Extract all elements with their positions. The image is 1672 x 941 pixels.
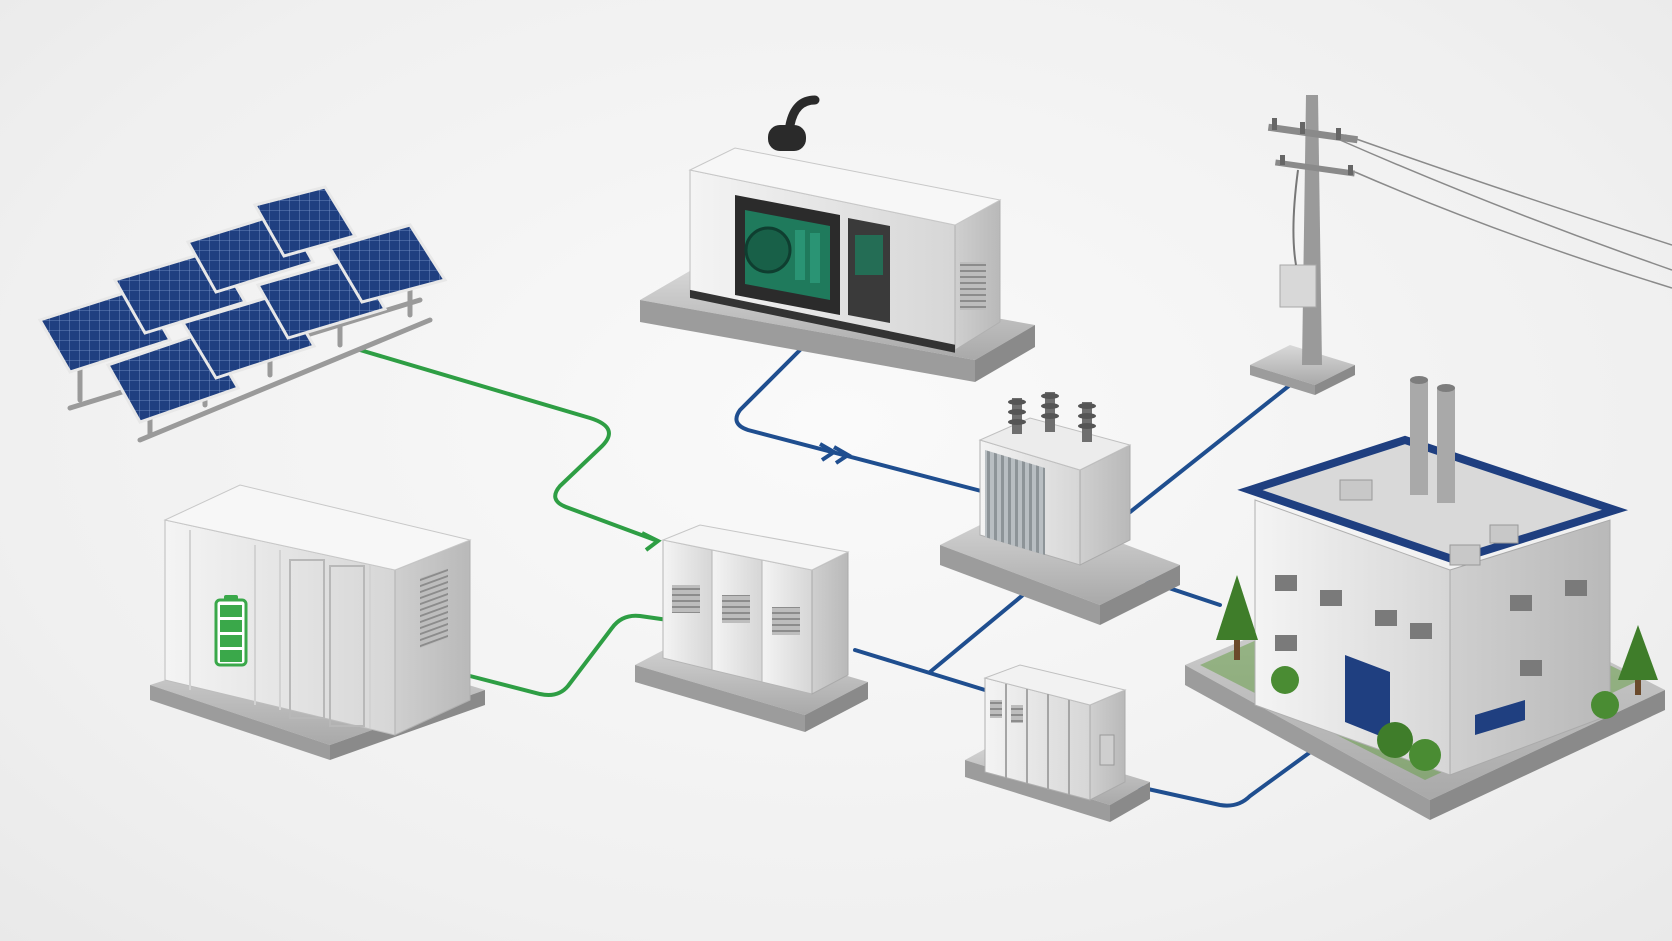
ac-line-inverter-to-switchgear — [853, 648, 987, 692]
ac-line-pole-to-transformer — [1118, 383, 1292, 522]
ac-line-generator-to-transformer — [734, 348, 987, 494]
inverter-cabinets — [635, 524, 868, 732]
diesel-generator — [640, 95, 1035, 382]
factory-icon — [1216, 376, 1658, 776]
ac-line-switchgear-to-factory — [1128, 743, 1322, 808]
solar-array — [37, 185, 448, 443]
switchgear — [965, 664, 1150, 822]
factory-building — [1185, 376, 1665, 820]
ac-line-inverter-to-transformer — [928, 583, 1037, 674]
battery-icon — [214, 595, 248, 667]
utility-pole — [1250, 95, 1672, 395]
transformer — [940, 392, 1180, 625]
dc-line-solar-to-inverter — [358, 348, 657, 542]
switchgear-icon — [983, 664, 1127, 801]
ac-arrow-generator-transformer — [819, 442, 852, 465]
dc-arrow-solar-inverter — [641, 531, 662, 552]
battery-container — [150, 484, 485, 760]
transformer-icon — [978, 392, 1132, 566]
dc-line-battery-to-inverter — [468, 613, 670, 697]
connection-lines — [358, 348, 1322, 808]
tree-icon — [1216, 575, 1658, 771]
solar-panel-icon — [37, 185, 448, 443]
utility-pole-icon — [1267, 95, 1672, 365]
generator-icon — [735, 195, 890, 323]
inverter-icon — [661, 524, 850, 695]
